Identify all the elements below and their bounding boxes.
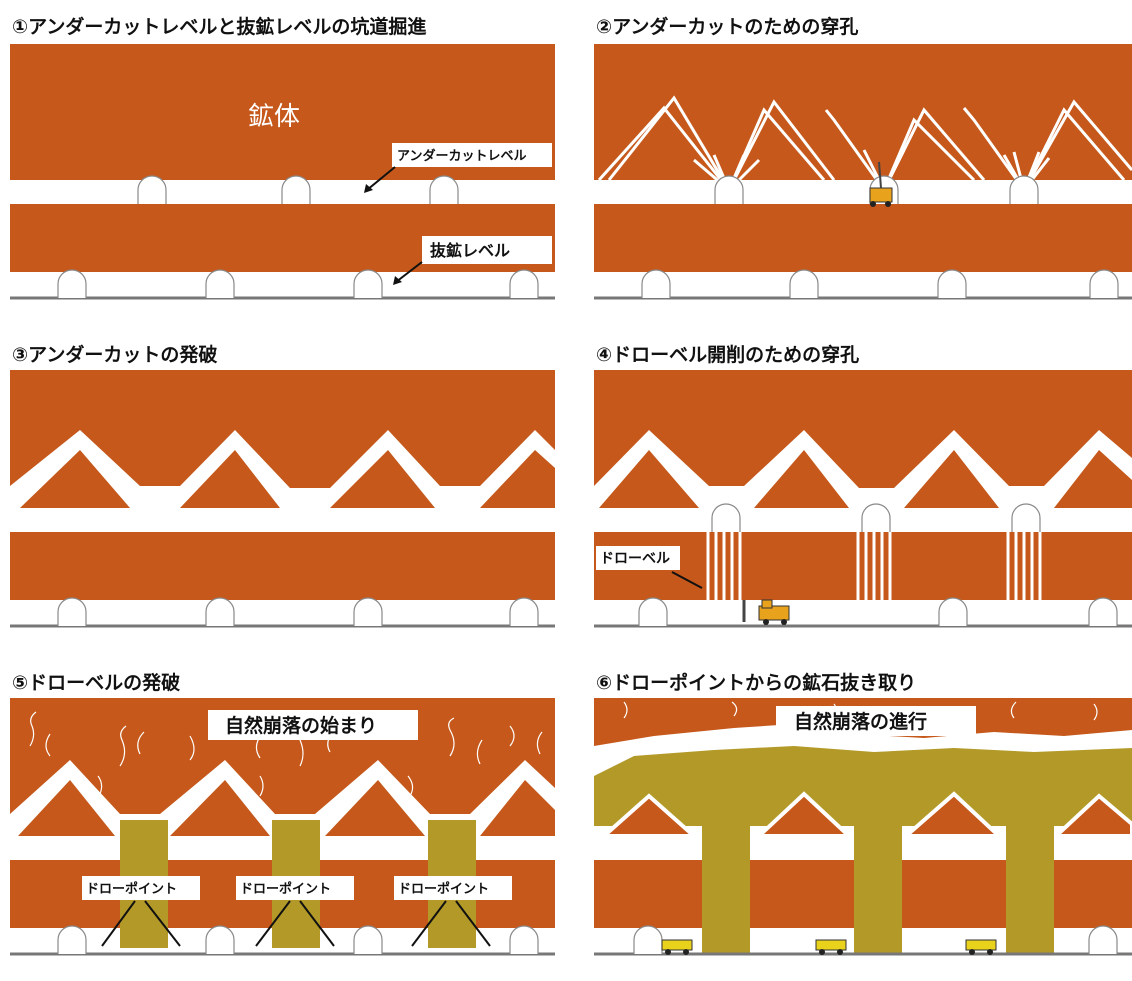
panel-5-title: ⑤ドローベルの発破 [12,672,181,694]
drawbell-drill-holes [706,532,1042,600]
ore-body-lower [10,532,555,600]
drawbell-label: ドローベル [600,551,670,567]
panel-2-title: ②アンダーカットのための穿孔 [596,16,859,38]
caving-start-label: 自然崩落の始まり [225,714,377,737]
panel-2: ②アンダーカットのための穿孔 [594,12,1132,312]
pillar-wedges [18,780,555,836]
drawpoint-label-3: ドローポイント [398,881,489,897]
extraction-level-label: 抜鉱レベル [430,241,510,260]
extraction-tunnels [57,925,539,954]
drawpoint-arrows [101,900,491,947]
drawbell-arrow [671,571,703,589]
drawpoint-label-box-1 [82,876,200,900]
extraction-tunnels [57,269,539,298]
caving-progress-label: 自然崩落の進行 [794,710,927,733]
undercut-void [10,760,555,836]
drawpoint-label-box-3 [394,876,512,900]
panel-2-diagram [594,44,1132,300]
extraction-tunnels [638,597,1118,626]
extraction-label-box [422,236,552,264]
caving-label-box [208,710,418,740]
panel-1-diagram: 鉱体 アンダーカットレベル 抜鉱レベル [10,44,555,300]
panel-4-title: ④ドローベル開削のための穿孔 [596,344,860,366]
undercut-arrow [366,166,396,191]
panel-3: ③アンダーカットの発破 [10,340,555,640]
drawpoint-label-2: ドローポイント [240,881,331,897]
loaders [661,939,997,955]
panel-3-diagram [10,370,555,628]
trough-gaps [130,488,463,532]
extraction-tunnels [633,925,1118,954]
panel-5: ⑤ドローベルの発破 自然崩落の始まり ドローポイント ドローポイント ド [10,668,555,968]
panel-6-title: ⑥ドローポイントからの鉱石抜き取り [596,672,917,694]
pillar-wedges [20,450,555,508]
drawbell-label-box [596,546,680,570]
extraction-tunnels [57,597,539,626]
undercut-tunnels [137,175,459,204]
undercut-label-box [392,143,552,167]
undercut-arrowhead [364,184,373,193]
panel-1-title: ①アンダーカットレベルと抜鉱レベルの坑道掘進 [12,16,427,38]
extraction-arrow [395,261,423,283]
panel-6: ⑥ドローポイントからの鉱石抜き取り 自然崩落の進行 [594,668,1132,968]
undercut-tunnels [711,503,1041,532]
caving-cracks [29,711,543,797]
panel-6-diagram: 自然崩落の進行 [594,698,1132,956]
drawpoint-label-1: ドローポイント [86,881,177,897]
ore-draw-columns [702,806,1054,954]
extraction-tunnels [641,269,1119,298]
drawpoint-label-box-2 [236,876,354,900]
undercut-level-label: アンダーカットレベル [397,148,526,164]
panel-3-title: ③アンダーカットの発破 [12,344,218,366]
panel-4-diagram: ドローベル [594,370,1132,628]
pillar-wedges [599,450,1132,508]
ore-body-lower [594,204,1132,272]
caving-label-box [776,706,976,736]
extraction-arrowhead [393,276,402,285]
panel-5-diagram: 自然崩落の始まり ドローポイント ドローポイント ドローポイント [10,698,555,956]
undercut-void [594,430,1132,508]
ore-body-label: 鉱体 [248,102,300,132]
drill-holes [597,95,1132,192]
drill-rig [869,161,893,207]
pillar-wedges [598,791,1132,838]
ore-body-lower [594,532,1132,600]
panel-4: ④ドローベル開削のための穿孔 ドローベル [594,340,1132,640]
panel-1: ①アンダーカットレベルと抜鉱レベルの坑道掘進 鉱体 アンダーカットレベル 抜鉱レ… [10,12,555,312]
drill-jumbo [742,599,790,625]
